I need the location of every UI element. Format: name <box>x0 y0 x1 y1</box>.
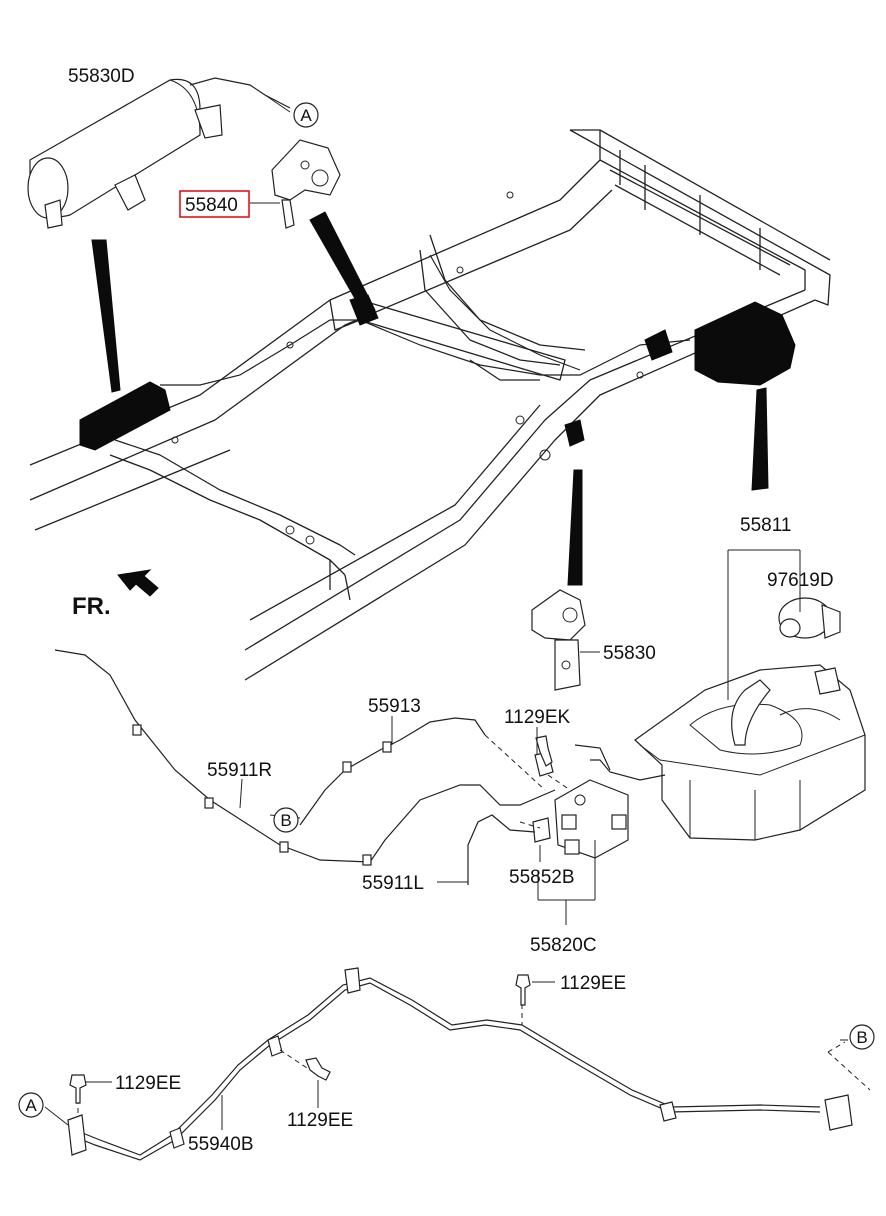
bolt-icon <box>535 735 553 767</box>
label-55913: 55913 <box>368 696 421 717</box>
front-direction: FR. <box>72 569 159 620</box>
label-97619D: 97619D <box>767 570 834 591</box>
bottom-pipe <box>67 967 871 1161</box>
highlight-box <box>179 190 250 218</box>
valve-assembly-part <box>532 751 629 859</box>
label-1129EE-left: 1129EE <box>115 1073 181 1094</box>
label-55911L: 55911L <box>362 873 424 894</box>
bolt-icon <box>515 974 531 1006</box>
bolt-icon <box>69 1074 87 1104</box>
valve-installed <box>644 329 673 361</box>
ref-a-bottom: A <box>18 1092 44 1118</box>
leader-lines <box>44 94 848 1130</box>
label-55830D: 55830D <box>68 66 135 87</box>
ref-letter: B <box>856 1028 867 1047</box>
part-labels: 55830D 55840 55811 97619D 55830 55913 11… <box>68 66 834 1155</box>
bolts <box>69 735 553 1104</box>
ref-b-right: B <box>849 1024 875 1050</box>
ref-a-top: A <box>293 102 319 128</box>
direction-label: FR. <box>72 593 111 620</box>
canister-part <box>27 77 291 229</box>
hoses <box>54 649 666 885</box>
label-55911R: 55911R <box>207 760 272 781</box>
ref-b-mid: B <box>273 807 299 833</box>
callout-wedge-lower-sensor <box>567 469 583 586</box>
label-55811: 55811 <box>740 515 791 536</box>
direction-arrow-icon <box>117 569 159 597</box>
label-55820C: 55820C <box>530 935 597 956</box>
label-55940B: 55940B <box>188 1134 254 1155</box>
ref-letter: A <box>25 1096 37 1115</box>
ref-letter: B <box>280 811 291 830</box>
frame-parts <box>79 211 796 586</box>
label-55830: 55830 <box>603 643 656 664</box>
bracket-installed <box>564 419 585 447</box>
label-1129EE-top: 1129EE <box>560 973 626 994</box>
callout-wedge-sensor <box>309 211 376 317</box>
fuel-tank-part <box>634 597 866 841</box>
lower-sensor-bracket-part <box>531 589 586 691</box>
label-1129EE-mid: 1129EE <box>287 1110 353 1131</box>
ref-letter: A <box>300 106 312 125</box>
callout-wedge-canister <box>91 239 121 393</box>
label-55852B: 55852B <box>509 867 575 888</box>
fuel-tank-installed <box>694 301 796 386</box>
canister-installed <box>79 381 171 451</box>
chassis-frame <box>29 129 831 681</box>
label-1129EK: 1129EK <box>504 707 571 728</box>
sensor-bracket-part <box>271 139 341 229</box>
callout-wedge-tank <box>751 387 769 491</box>
label-55840: 55840 <box>185 195 238 216</box>
bolt-icon <box>305 1057 331 1081</box>
